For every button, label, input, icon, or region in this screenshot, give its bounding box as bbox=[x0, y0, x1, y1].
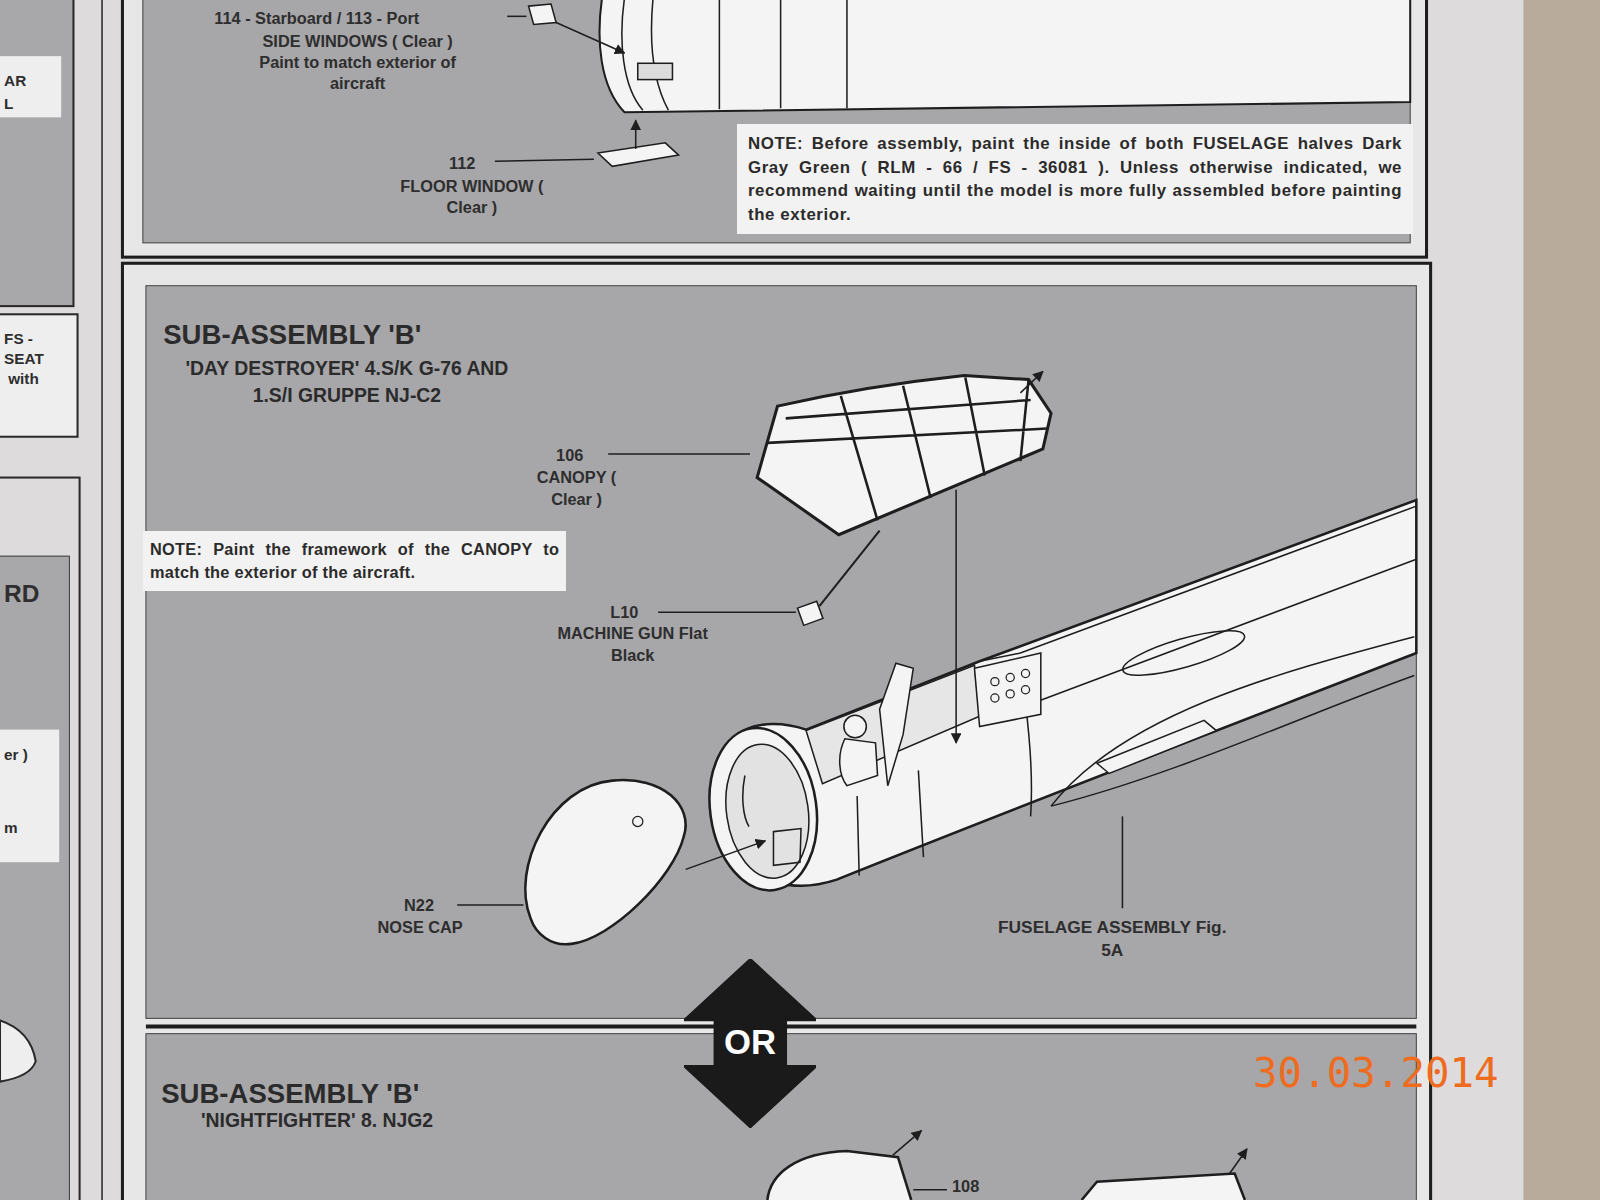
note-patch bbox=[0, 314, 78, 436]
panel-heading: SUB-ASSEMBLY 'B' bbox=[163, 318, 694, 351]
callout-label: L bbox=[4, 94, 61, 114]
seat bbox=[880, 663, 914, 785]
leader-line bbox=[608, 453, 750, 455]
side-window-part bbox=[529, 4, 557, 24]
side-panel bbox=[0, 556, 69, 1200]
instrument-dials bbox=[991, 669, 1030, 702]
callout-label: 108 bbox=[952, 1176, 998, 1197]
fuselage bbox=[714, 500, 1416, 886]
callout-label: with bbox=[8, 369, 69, 389]
callout-label: CANOPY ( Clear ) bbox=[520, 467, 632, 509]
fuselage-half bbox=[600, 0, 1411, 112]
fit-arrow bbox=[1230, 1149, 1247, 1173]
window-opening bbox=[638, 63, 673, 79]
date-stamp: 30.03.2014 bbox=[1253, 1047, 1520, 1100]
panel-heading: SUB-ASSEMBLY 'B' bbox=[161, 1077, 692, 1110]
fit-arrow bbox=[1020, 371, 1042, 392]
left-column bbox=[0, 0, 102, 1200]
dial bbox=[1006, 690, 1014, 698]
side-panel bbox=[0, 0, 73, 306]
callout-label: FLOOR WINDOW ( Clear ) bbox=[383, 176, 562, 218]
dial bbox=[1021, 686, 1029, 694]
callout-label: 106 bbox=[556, 445, 602, 466]
note-box: NOTE: Paint the framework of the CANOPY … bbox=[143, 531, 566, 591]
dial bbox=[1006, 673, 1014, 681]
leader-line bbox=[507, 16, 526, 18]
pilot-body bbox=[840, 739, 878, 786]
fit-arrow bbox=[686, 841, 766, 870]
leader-line bbox=[913, 1189, 947, 1191]
callout-label: m bbox=[4, 818, 57, 838]
hatch bbox=[1097, 720, 1216, 773]
fuselage-part bbox=[1082, 1173, 1245, 1200]
panel-frame bbox=[122, 0, 1426, 257]
sub-assembly-panel: SUB-ASSEMBLY 'B''NIGHTFIGHTER' 8. NJG2 bbox=[146, 1034, 1416, 1200]
canopy-part bbox=[757, 376, 1051, 535]
dial bbox=[1021, 669, 1029, 677]
fit-arrow bbox=[893, 1131, 922, 1155]
nose-opening bbox=[718, 739, 818, 884]
fit-arrow bbox=[635, 120, 637, 149]
callout-label: SIDE WINDOWS ( Clear ) Paint to match ex… bbox=[243, 31, 473, 95]
dial bbox=[991, 694, 999, 702]
note-patch bbox=[0, 730, 59, 863]
option-word: OR bbox=[684, 1022, 817, 1064]
panel-frame bbox=[122, 263, 1430, 1200]
leader-line bbox=[457, 904, 523, 906]
nose-ring bbox=[699, 721, 827, 897]
part-outline bbox=[0, 1020, 36, 1081]
pilot-head bbox=[844, 715, 866, 737]
dial bbox=[991, 678, 999, 686]
canopy-frame bbox=[767, 378, 1047, 521]
floor-window-part bbox=[598, 143, 679, 166]
leader-line bbox=[1122, 816, 1124, 908]
gun-body bbox=[797, 601, 822, 625]
instrument-panel bbox=[974, 653, 1040, 726]
note-text: NOTE: Paint the framework of the CANOPY … bbox=[150, 538, 559, 584]
leader-line bbox=[495, 159, 594, 161]
middle-panel bbox=[122, 263, 1430, 1200]
panel-frame bbox=[0, 478, 80, 1200]
callout-label: FS - bbox=[4, 329, 71, 349]
marking-outline bbox=[1051, 637, 1414, 806]
canopy-part bbox=[767, 1151, 911, 1200]
callout-label: L10 bbox=[610, 602, 656, 623]
note-patch bbox=[0, 56, 61, 117]
sub-assembly-panel: SUB-ASSEMBLY 'B' 'DAY DESTROYER' 4.S/K G-… bbox=[146, 286, 1416, 1019]
table-edge bbox=[1523, 0, 1600, 1200]
gun-barrel bbox=[819, 531, 879, 607]
note-box: NOTE: Before assembly, paint the inside … bbox=[737, 124, 1414, 234]
callout-label: SEAT bbox=[4, 349, 71, 369]
panel-ground bbox=[146, 286, 1416, 1019]
callout-label: NOSE CAP bbox=[378, 917, 490, 938]
nose-cap-part bbox=[525, 780, 685, 944]
panel-subtitle: 'DAY DESTROYER' 4.S/K G-76 AND 1.S/I GRU… bbox=[179, 355, 516, 409]
callout-label: er ) bbox=[4, 745, 57, 765]
frame-line bbox=[101, 0, 103, 1200]
option-arrow: OR bbox=[684, 959, 817, 1127]
nose-cap-detail bbox=[633, 816, 643, 826]
callout-label: N22 bbox=[404, 895, 450, 916]
callout-label: MACHINE GUN Flat Black bbox=[551, 623, 714, 665]
top-panel bbox=[122, 0, 1426, 257]
double-arrow bbox=[684, 959, 817, 1127]
panel-lines bbox=[857, 506, 1416, 875]
marking-outline bbox=[1119, 622, 1249, 684]
callout-label: 112 bbox=[449, 153, 490, 174]
leader-line bbox=[658, 611, 796, 613]
panel-lines bbox=[622, 0, 847, 110]
callout-label: RD bbox=[4, 578, 67, 610]
nose-detail bbox=[743, 776, 801, 866]
callout-label: FUSELAGE ASSEMBLY Fig. 5A bbox=[995, 916, 1230, 961]
panel-subtitle: 'NIGHTFIGHTER' 8. NJG2 bbox=[201, 1109, 732, 1132]
callout-label: AR bbox=[4, 71, 61, 91]
fit-arrow bbox=[556, 22, 624, 53]
note-text: NOTE: Before assembly, paint the inside … bbox=[748, 132, 1402, 228]
callout-label: 114 - Starboard / 113 - Port bbox=[214, 8, 520, 29]
fit-arrow bbox=[955, 490, 957, 743]
